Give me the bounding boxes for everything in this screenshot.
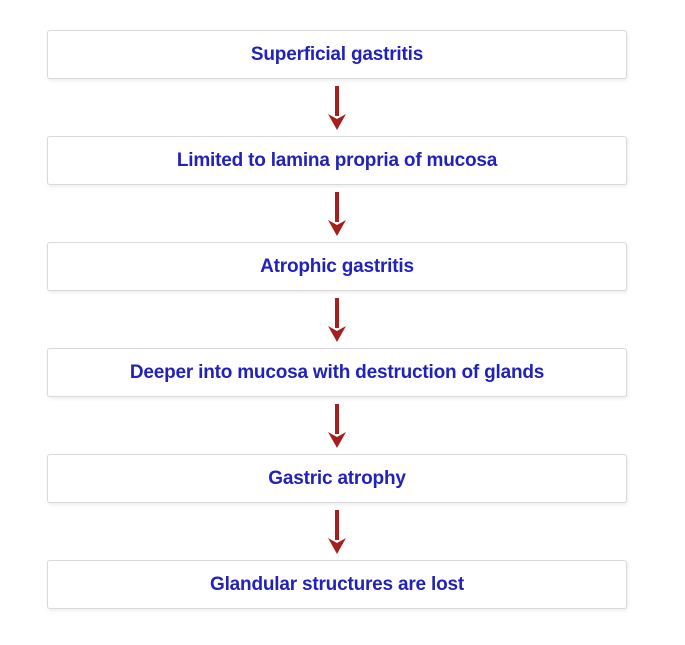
down-arrow-icon [326, 291, 348, 348]
flow-step-label-4: Deeper into mucosa with destruction of g… [129, 361, 545, 383]
flow-step-box-1: Superficial gastritis [47, 30, 627, 79]
down-arrow-icon [326, 397, 348, 454]
down-arrow-icon [326, 79, 348, 136]
down-arrow-icon [326, 185, 348, 242]
flowchart: Superficial gastritis Limited to lamina … [47, 30, 627, 609]
flow-step-box-2: Limited to lamina propria of mucosa [47, 136, 627, 185]
flow-step-label-6: Glandular structures are lost [210, 573, 464, 595]
flow-step-box-5: Gastric atrophy [47, 454, 627, 503]
flow-step-label-1: Superficial gastritis [250, 43, 424, 65]
flow-step-box-4: Deeper into mucosa with destruction of g… [47, 348, 627, 397]
flow-step-label-3: Atrophic gastritis [260, 255, 414, 277]
down-arrow-icon [326, 503, 348, 560]
flow-step-label-2: Limited to lamina propria of mucosa [176, 149, 498, 171]
flow-step-label-5: Gastric atrophy [268, 467, 406, 489]
flow-step-box-6: Glandular structures are lost [47, 560, 627, 609]
flow-step-box-3: Atrophic gastritis [47, 242, 627, 291]
